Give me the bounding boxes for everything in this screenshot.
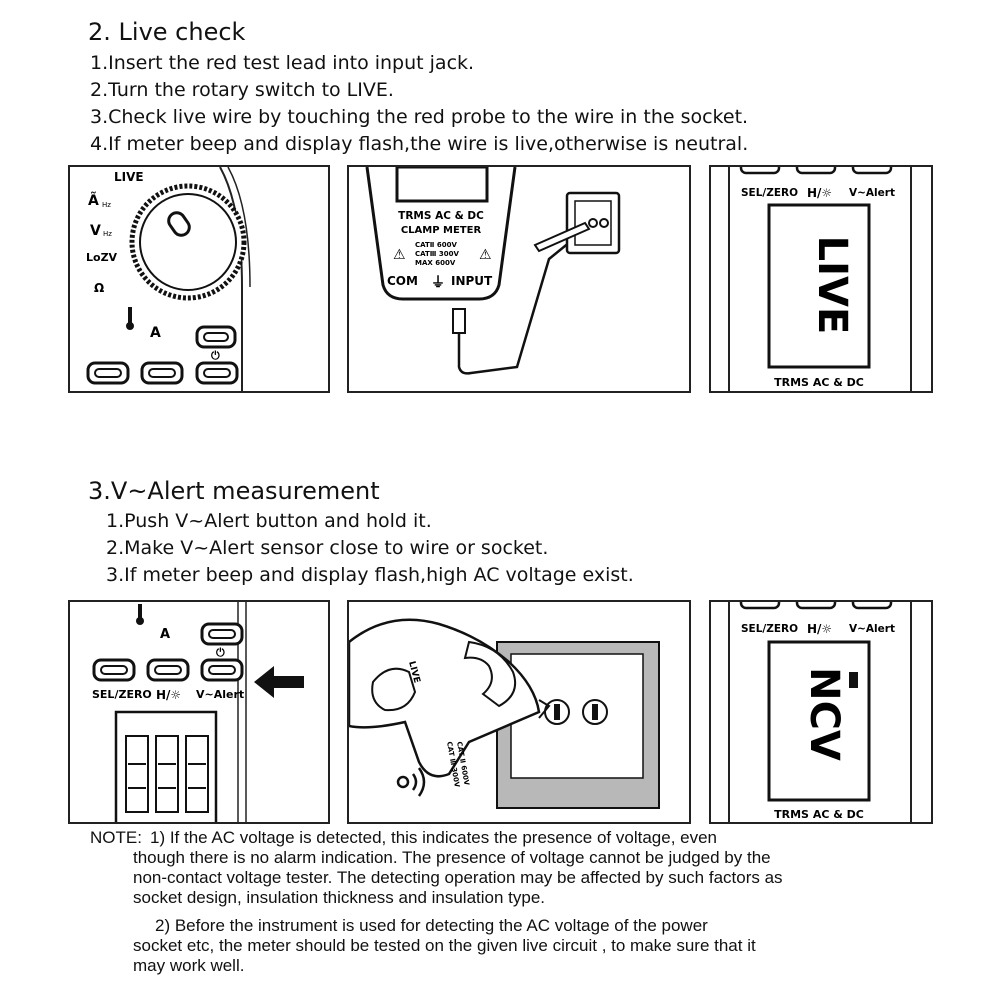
v-alert-label: V~Alert <box>849 187 895 199</box>
cat-rating-2: CATⅢ 300V <box>415 250 459 258</box>
dc-amp-label: A <box>160 627 170 642</box>
ncv-display-panel: SEL/ZERO H/☼ V~Alert NCV TRMS AC & DC <box>709 600 933 824</box>
input-jack-label: INPUT <box>451 274 493 288</box>
power-icon: ⏻ <box>216 646 225 659</box>
rotary-dial-illustration: LIVE Ã Hz V Hz LoZV Ω A ⏻ <box>86 167 251 391</box>
live-display-illustration: SEL/ZERO H/☼ V~Alert LIVE TRMS AC & DC <box>728 167 912 391</box>
clamp-socket-illustration: LIVE CAT Ⅱ 600V CAT Ⅲ 300V <box>349 618 660 809</box>
dial-live-label: LIVE <box>114 170 144 184</box>
live-display-panel: SEL/ZERO H/☼ V~Alert LIVE TRMS AC & DC <box>709 165 933 393</box>
sel-zero-button[interactable] <box>86 361 130 385</box>
rotary-dial-panel: LIVE Ã Hz V Hz LoZV Ω A ⏻ <box>68 165 330 393</box>
lcd-ncv-reading: NCV <box>801 667 847 761</box>
live-check-step-4: 4.If meter beep and display flash,the wi… <box>90 133 749 155</box>
v-alert-button[interactable] <box>200 658 244 682</box>
input-jack-illustration: TRMS AC & DC CLAMP METER ⚠ CATⅡ 600V CAT… <box>365 167 621 375</box>
sel-zero-label: SEL/ZERO <box>741 623 798 635</box>
note-line-1: 1) If the AC voltage is detected, this i… <box>150 828 718 847</box>
ground-icon: ⏚ <box>431 275 445 291</box>
lcd-display <box>767 640 871 802</box>
note-line-4: socket design, insulation thickness and … <box>133 888 546 907</box>
beep-sound-icon <box>396 767 426 797</box>
dial-continuity-label: Ω <box>94 281 104 295</box>
live-check-step-2: 2.Turn the rotary switch to LIVE. <box>90 79 394 101</box>
v-alert-button-illustration: A ⏻ SEL/ZERO H/☼ V~Alert <box>92 602 304 822</box>
v-alert-step-3: 3.If meter beep and display flash,high A… <box>106 564 634 586</box>
hold-backlight-label: H/☼ <box>807 186 832 200</box>
clamp-socket-panel: LIVE CAT Ⅱ 600V CAT Ⅲ 300V <box>347 600 691 824</box>
power-icon: ⏻ <box>211 349 220 362</box>
model-line-1: TRMS AC & DC <box>398 210 484 222</box>
note-label: NOTE: <box>90 828 142 847</box>
v-alert-step-2: 2.Make V~Alert sensor close to wire or s… <box>106 537 549 559</box>
note-line-2: though there is no alarm indication. The… <box>133 848 771 867</box>
dc-amp-label: A <box>150 325 161 341</box>
thermometer-icon <box>136 604 144 625</box>
hold-backlight-label: H/☼ <box>807 622 832 636</box>
display-footer-label: TRMS AC & DC <box>774 376 864 389</box>
wall-socket <box>565 191 621 255</box>
section-title-live-check: 2. Live check <box>88 18 246 46</box>
ncv-indicator-icon <box>849 672 858 688</box>
lcd-display <box>767 203 871 369</box>
meter-display-window <box>395 167 489 203</box>
arrow-left-icon <box>254 666 304 698</box>
live-check-step-1: 1.Insert the red test lead into input ja… <box>90 52 475 74</box>
dial-hz-label-2: Hz <box>103 230 112 238</box>
lcd-display <box>114 710 218 822</box>
power-button[interactable] <box>200 622 244 646</box>
cat-rating-1: CATⅡ 600V <box>415 241 457 249</box>
rotary-pointer-icon <box>167 211 191 237</box>
display-footer-label: TRMS AC & DC <box>774 808 864 821</box>
v-alert-label: V~Alert <box>196 688 244 701</box>
sensor-tip <box>538 699 551 719</box>
section-title-v-alert: 3.V~Alert measurement <box>88 477 380 505</box>
note-line-6: socket etc, the meter should be tested o… <box>133 936 756 955</box>
model-line-2: CLAMP METER <box>401 225 482 236</box>
sel-zero-label: SEL/ZERO <box>92 688 152 701</box>
wall-socket <box>510 653 644 779</box>
note-line-5: 2) Before the instrument is used for det… <box>155 916 708 935</box>
warning-icon: ⚠ <box>393 247 406 263</box>
input-jack-panel: TRMS AC & DC CLAMP METER ⚠ CATⅡ 600V CAT… <box>347 165 691 393</box>
thermometer-icon <box>126 307 134 330</box>
test-lead-cable <box>457 232 582 375</box>
hold-button[interactable] <box>140 361 184 385</box>
v-alert-label: V~Alert <box>849 623 895 635</box>
v-alert-step-1: 1.Push V~Alert button and hold it. <box>106 510 432 532</box>
v-alert-button[interactable] <box>195 361 239 385</box>
dial-hz-label-1: Hz <box>102 201 111 209</box>
live-check-step-3: 3.Check live wire by touching the red pr… <box>90 106 749 128</box>
power-button[interactable] <box>195 325 237 349</box>
com-jack-label: COM <box>387 274 418 288</box>
red-probe <box>533 221 591 253</box>
v-alert-button-panel: A ⏻ SEL/ZERO H/☼ V~Alert <box>68 600 330 824</box>
sel-zero-button[interactable] <box>92 658 136 682</box>
test-lead-plug <box>452 308 466 334</box>
cat-rating-3: MAX 600V <box>415 259 456 267</box>
dial-ac-amp-label: Ã <box>88 192 99 209</box>
dial-ac-volt-label: V <box>90 223 101 239</box>
lcd-live-reading: LIVE <box>809 236 855 335</box>
hold-backlight-label: H/☼ <box>156 688 181 702</box>
hold-button[interactable] <box>146 658 190 682</box>
high-voltage-icon: ⚠ <box>479 247 492 263</box>
note-line-7: may work well. <box>133 956 245 975</box>
sel-zero-label: SEL/ZERO <box>741 187 798 199</box>
ncv-display-illustration: SEL/ZERO H/☼ V~Alert NCV TRMS AC & DC <box>728 602 912 822</box>
note-line-3: non-contact voltage tester. The detectin… <box>133 868 783 887</box>
dial-lozv-label: LoZV <box>86 251 118 264</box>
